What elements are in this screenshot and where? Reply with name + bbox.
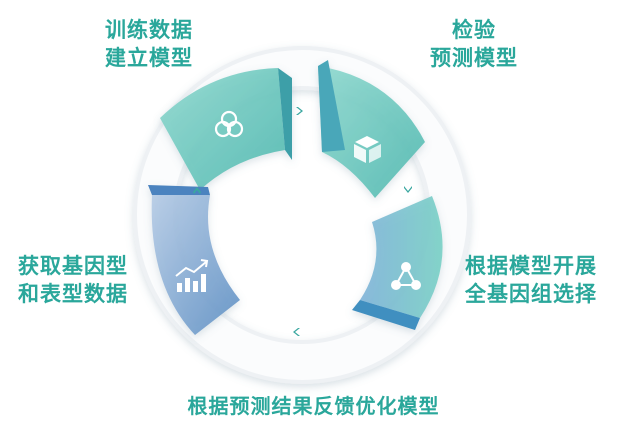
- segment-acquire: [148, 185, 240, 335]
- flow-arrows: [193, 107, 412, 336]
- step-label-line: 检验: [452, 18, 496, 42]
- step-label-line: 建立模型: [105, 46, 193, 70]
- step-label-line: 预测模型: [430, 46, 518, 70]
- cube-icon: [354, 136, 381, 163]
- step-label-line: 根据模型开展: [465, 254, 597, 278]
- arrow-down-icon: [404, 186, 412, 193]
- step-label-line: 和表型数据: [18, 282, 128, 306]
- venn-icon: [214, 110, 244, 138]
- segment-validate: [318, 60, 425, 198]
- step-label-feedback: 根据预测结果反馈优化模型: [0, 392, 627, 420]
- network-icon: [391, 262, 421, 290]
- bar-chart-icon: [175, 259, 209, 292]
- step-label-train: 训练数据 建立模型: [105, 16, 193, 72]
- arrow-right-icon: [296, 107, 303, 115]
- arrow-up-icon: [193, 187, 201, 194]
- step-label-acquire: 获取基因型 和表型数据: [18, 252, 128, 308]
- segment-select: [352, 196, 443, 330]
- segment-train: [160, 68, 292, 190]
- step-label-line: 获取基因型: [18, 254, 128, 278]
- step-label-select: 根据模型开展 全基因组选择: [465, 252, 597, 308]
- step-label-line: 训练数据: [105, 18, 193, 42]
- arrow-left-icon: [293, 328, 300, 336]
- step-label-validate: 检验 预测模型: [430, 16, 518, 72]
- step-label-line: 全基因组选择: [465, 282, 597, 306]
- step-label-line: 根据预测结果反馈优化模型: [187, 394, 440, 418]
